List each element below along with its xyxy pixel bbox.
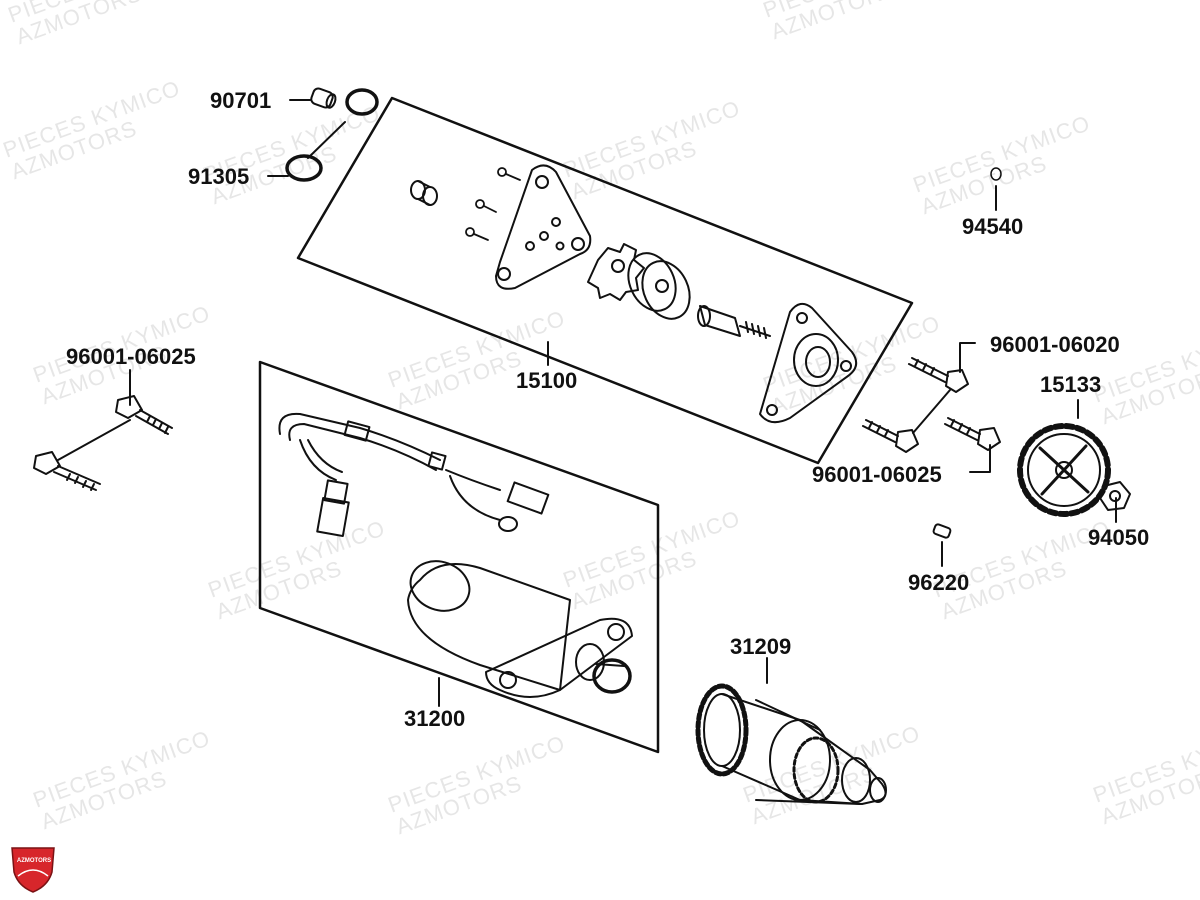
label-90701: 90701	[210, 88, 272, 113]
part-90701-collar	[310, 87, 337, 109]
label-96001-06020: 96001-06020	[990, 332, 1120, 357]
label-91305: 91305	[188, 164, 250, 189]
part-96001-06025-bolts-left	[33, 395, 173, 491]
part-31209-starter-clutch	[695, 683, 887, 805]
logo-swoosh	[17, 869, 49, 877]
label-15133: 15133	[1040, 372, 1102, 397]
part-96001-06020-06025-bolts-right	[862, 357, 1001, 453]
label-94540: 94540	[962, 214, 1024, 239]
label-96001-06025-right: 96001-06025	[812, 462, 942, 487]
frame-15100-assembly	[296, 96, 914, 465]
part-15133-sprocket	[1017, 423, 1111, 517]
leader-lines	[57, 99, 1117, 707]
part-15100-starter-internals	[410, 164, 858, 424]
part-94540-washer	[990, 167, 1002, 181]
label-94050: 94050	[1088, 525, 1150, 550]
label-96220: 96220	[908, 570, 970, 595]
logo-text: AZMOTORS	[16, 858, 52, 864]
part-31200-starter-motor	[278, 412, 633, 698]
label-31200: 31200	[404, 706, 466, 731]
part-96220-pin	[932, 523, 952, 539]
part-91305-o-ring	[285, 154, 323, 182]
azmotors-logo-shield	[11, 847, 55, 893]
part-o-ring-top	[345, 88, 379, 116]
part-94050-nut	[1099, 481, 1131, 511]
label-15100: 15100	[516, 368, 578, 393]
frame-31200-assembly	[258, 360, 660, 754]
label-31209: 31209	[730, 634, 792, 659]
label-96001-06025-left: 96001-06025	[66, 344, 196, 369]
